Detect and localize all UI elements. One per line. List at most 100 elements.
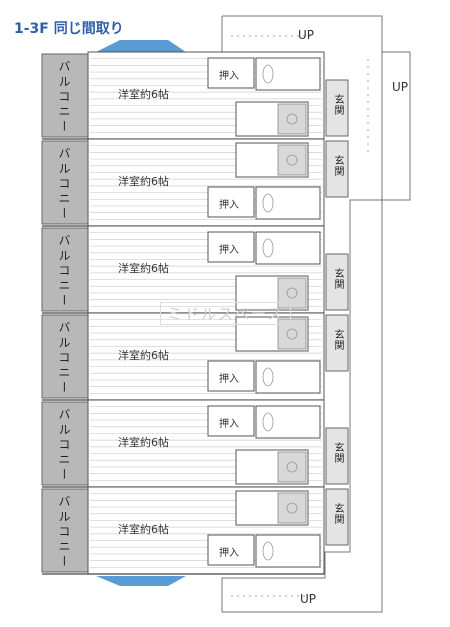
stair-dot [261, 595, 263, 597]
toilet-block-2 [255, 186, 321, 220]
stair-dot [367, 122, 369, 124]
entrance-3 [325, 253, 349, 311]
room-label-2: 洋室約6帖 [118, 175, 169, 188]
stair-dot [279, 35, 281, 37]
room-label-4: 洋室約6帖 [118, 349, 169, 362]
balcony-label-3: バルコニー [57, 234, 71, 309]
balcony-label-5: バルコニー [57, 408, 71, 483]
toilet-block-5 [255, 405, 321, 439]
stair-dot [249, 595, 251, 597]
stair-dot [273, 35, 275, 37]
stair-dot [367, 129, 369, 131]
closet-6 [207, 534, 255, 566]
closet-label-4: 押入 [219, 374, 239, 385]
stair-dot [297, 35, 299, 37]
bath-5 [277, 451, 307, 483]
window-accent-bottom [96, 576, 186, 586]
toilet-block-1 [255, 57, 321, 91]
stair-dot [309, 595, 311, 597]
toilet-6 [262, 541, 274, 561]
stair-dot [309, 35, 311, 37]
entrance-label-2: 玄関 [332, 155, 343, 177]
closet-1 [207, 57, 255, 89]
stair-dot [291, 35, 293, 37]
toilet-2 [262, 193, 274, 213]
stair-up-label-top: UP [298, 28, 315, 42]
toilet-block-6 [255, 534, 321, 568]
entrance-label-3: 玄関 [332, 268, 343, 290]
toilet-block-4 [255, 360, 321, 394]
closet-label-5: 押入 [219, 419, 239, 430]
stair-dot [279, 595, 281, 597]
room-label-5: 洋室約6帖 [118, 436, 169, 449]
stair-dot [367, 136, 369, 138]
stair-dot [367, 59, 369, 61]
closet-label-6: 押入 [219, 548, 239, 559]
corridor-outline [221, 15, 383, 613]
basin-4 [286, 328, 298, 340]
watermark: ミドルスペース [160, 302, 292, 325]
stair-dot [367, 108, 369, 110]
stair-dot [297, 595, 299, 597]
balcony-label-2: バルコニー [57, 147, 71, 222]
stair-dot [367, 94, 369, 96]
closet-5 [207, 405, 255, 437]
bath-1 [277, 103, 307, 135]
stair-dot [285, 595, 287, 597]
entrance-label-4: 玄関 [332, 329, 343, 351]
entrance-5 [325, 427, 349, 485]
balcony-label-4: バルコニー [57, 321, 71, 396]
bath-3 [277, 277, 307, 309]
bath-2 [277, 144, 307, 176]
stair-up-label-right: UP [392, 80, 409, 94]
stair-right [382, 51, 411, 201]
floor-plan-title: 1-3F 同じ間取り [14, 21, 124, 37]
stair-dot [367, 73, 369, 75]
basin-5 [286, 461, 298, 473]
stair-dot [367, 143, 369, 145]
stair-dot [285, 35, 287, 37]
stair-dot [291, 595, 293, 597]
stair-dot [249, 35, 251, 37]
entrance-label-6: 玄関 [332, 503, 343, 525]
basin-2 [286, 154, 298, 166]
stair-dot [267, 35, 269, 37]
balcony-2 [41, 140, 89, 225]
stair-up-label-bottom: UP [300, 592, 317, 606]
entrance-label-5: 玄関 [332, 442, 343, 464]
stair-dot [367, 115, 369, 117]
stair-dot [237, 595, 239, 597]
closet-2 [207, 186, 255, 218]
toilet-1 [262, 64, 274, 84]
stair-dot [255, 595, 257, 597]
entrance-6 [325, 488, 349, 546]
basin-6 [286, 502, 298, 514]
basin-1 [286, 113, 298, 125]
stair-dot [261, 35, 263, 37]
closet-label-2: 押入 [219, 200, 239, 211]
stair-dot [243, 595, 245, 597]
entrance-4 [325, 314, 349, 372]
closet-label-3: 押入 [219, 245, 239, 256]
room-label-6: 洋室約6帖 [118, 523, 169, 536]
stair-dot [303, 595, 305, 597]
closet-label-1: 押入 [219, 71, 239, 82]
stair-dot [237, 35, 239, 37]
stair-dot [367, 80, 369, 82]
room-label-1: 洋室約6帖 [118, 88, 169, 101]
stair-dot [255, 35, 257, 37]
stair-dot [367, 66, 369, 68]
toilet-5 [262, 412, 274, 432]
window-accent-top [96, 40, 186, 52]
stair-dot [231, 595, 233, 597]
stair-dot [367, 101, 369, 103]
balcony-label-6: バルコニー [57, 495, 71, 570]
toilet-3 [262, 238, 274, 258]
stair-dot [231, 35, 233, 37]
balcony-label-1: バルコニー [57, 60, 71, 135]
stair-dot [367, 87, 369, 89]
stair-dot [303, 35, 305, 37]
toilet-4 [262, 367, 274, 387]
entrance-label-1: 玄関 [332, 94, 343, 116]
